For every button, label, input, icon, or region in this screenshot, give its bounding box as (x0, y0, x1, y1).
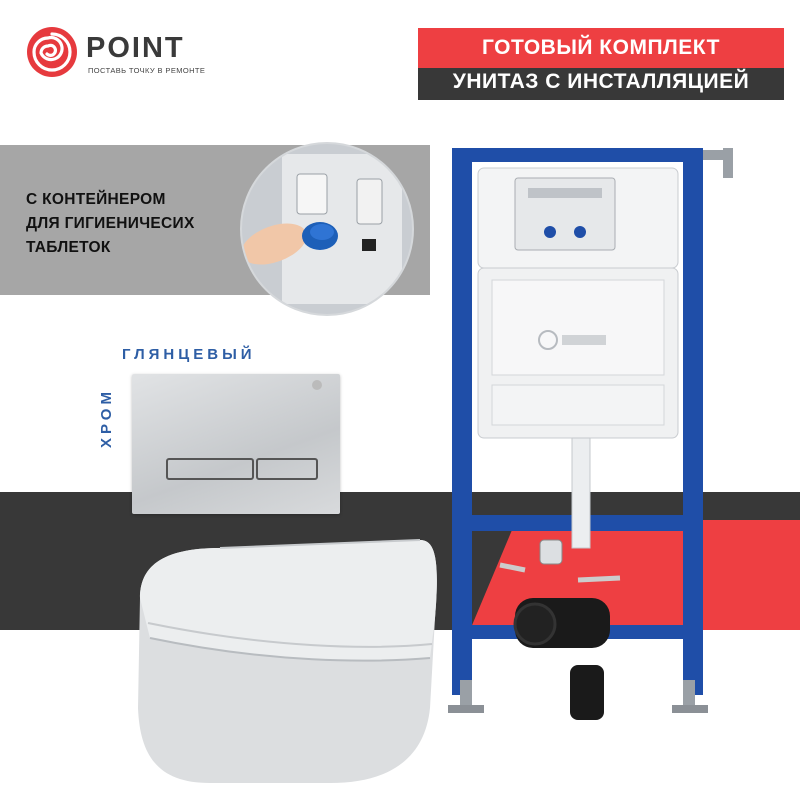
wall-hung-toilet-icon (138, 539, 437, 783)
finish-label-glossy: ГЛЯНЦЕВЫЙ (122, 346, 256, 363)
brand-tagline: ПОСТАВЬ ТОЧКУ В РЕМОНТЕ (88, 66, 206, 75)
feature-line-2: ДЛЯ ГИГИЕНИЧЕСИХ (26, 215, 195, 232)
title-line-2: УНИТАЗ С ИНСТАЛЛЯЦИЕЙ (418, 64, 784, 100)
installation-frame-icon (448, 148, 733, 720)
tablet-container-illustration (242, 154, 402, 304)
tablet-container-photo (240, 142, 414, 316)
feature-text: С КОНТЕЙНЕРОМ ДЛЯ ГИГИЕНИЧЕСИХ ТАБЛЕТОК (26, 188, 226, 260)
title-line-1: ГОТОВЫЙ КОМПЛЕКТ (418, 28, 784, 68)
flush-button-large (166, 458, 254, 480)
feature-line-1: С КОНТЕЙНЕРОМ (26, 191, 166, 208)
spiral-logo-icon (27, 27, 77, 77)
brand-name: POINT (86, 32, 185, 64)
feature-line-3: ТАБЛЕТОК (26, 239, 111, 256)
flush-button-small (256, 458, 318, 480)
flush-plate (132, 374, 340, 514)
flush-plate-logo-icon (312, 380, 322, 390)
finish-label-chrome: ХРОМ (98, 388, 115, 448)
